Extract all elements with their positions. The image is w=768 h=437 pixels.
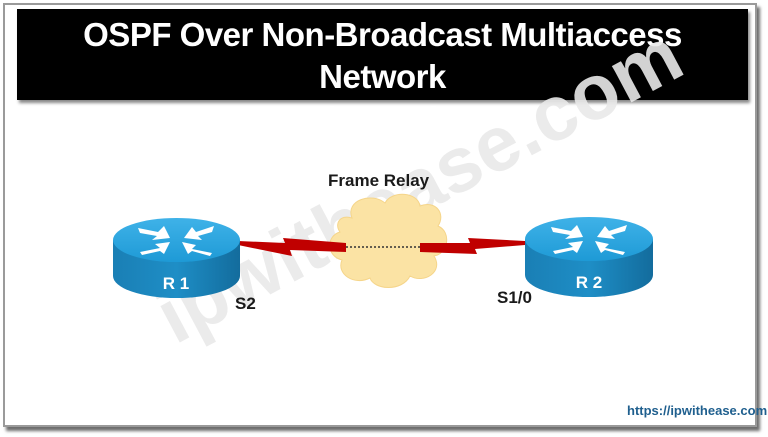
serial-link-r1	[238, 238, 346, 256]
router-r1-label: R 1	[163, 274, 189, 293]
serial-link-r2	[420, 238, 525, 254]
router-r2-icon	[525, 217, 653, 297]
frame-relay-label: Frame Relay	[328, 171, 430, 190]
page-title-line2: (NBMA)	[323, 100, 442, 137]
page-title-line1: OSPF Over Non-Broadcast Multiaccess Netw…	[83, 16, 682, 95]
router-r1-icon	[113, 218, 240, 298]
website-link[interactable]: https://ipwithease.com	[627, 403, 768, 418]
router-r2-label: R 2	[576, 273, 602, 292]
r1-interface-label: S2	[235, 294, 256, 313]
title-banner: OSPF Over Non-Broadcast Multiaccess Netw…	[17, 9, 748, 137]
r2-interface-label: S1/0	[497, 288, 532, 307]
